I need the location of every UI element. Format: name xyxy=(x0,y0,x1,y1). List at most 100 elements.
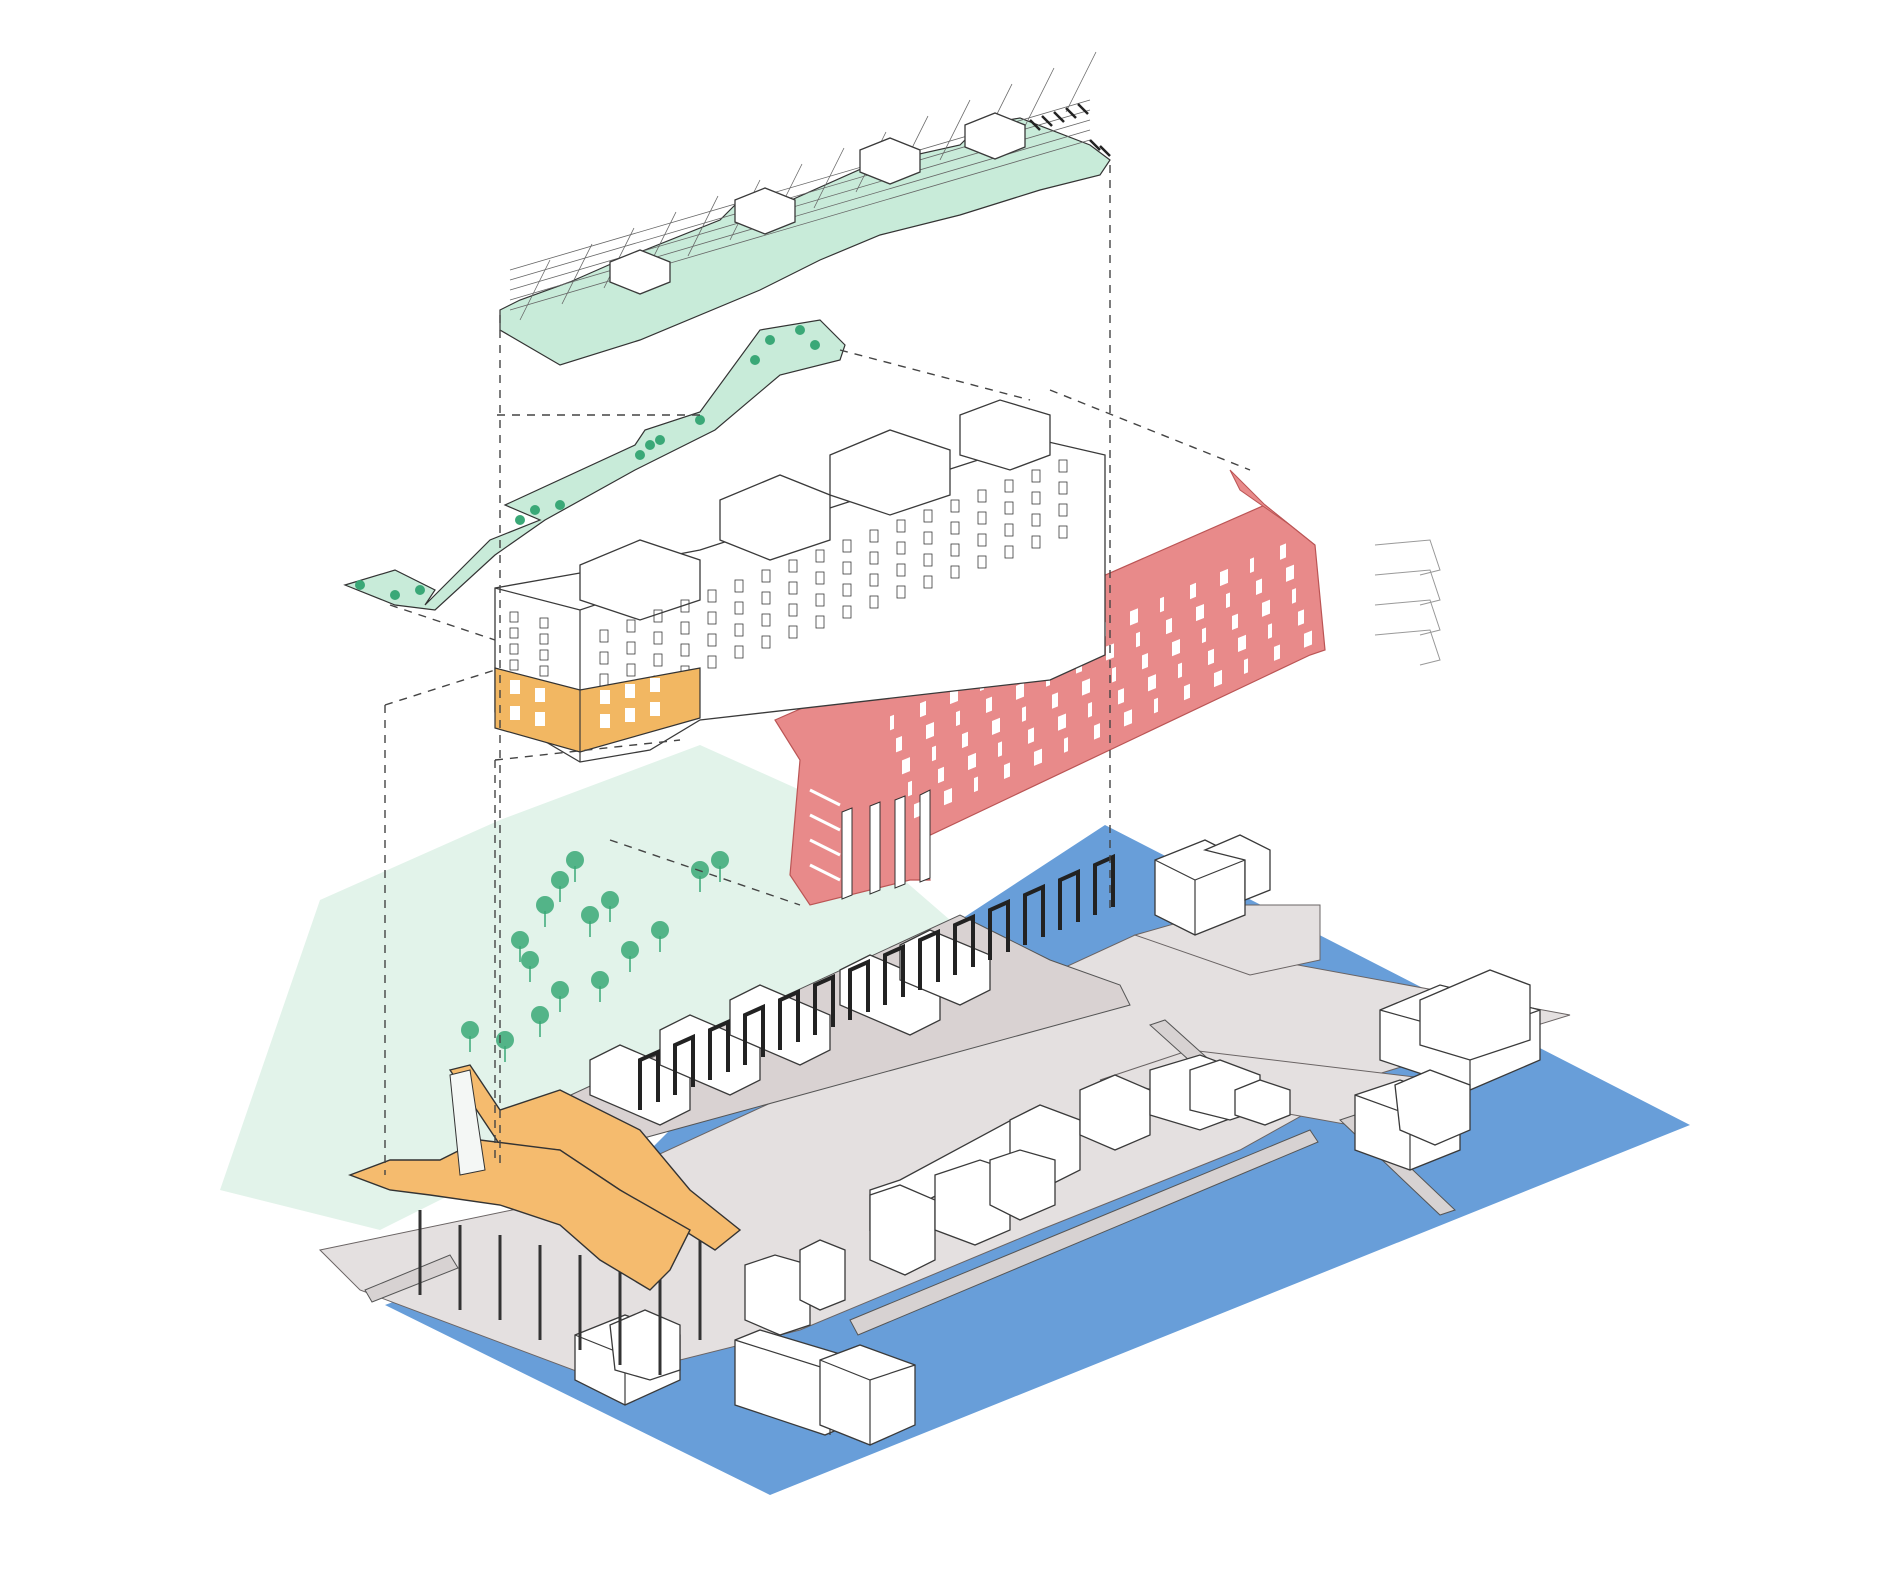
facade-opening xyxy=(1280,543,1286,560)
window xyxy=(896,519,906,533)
window xyxy=(1031,491,1041,505)
canopy-glass-wall xyxy=(449,1069,486,1176)
window xyxy=(950,565,960,579)
facade-opening xyxy=(1256,578,1262,595)
window xyxy=(896,563,906,577)
block-east-1 xyxy=(1379,969,1541,1091)
facade-opening xyxy=(1016,682,1024,700)
tree-icon xyxy=(551,871,569,889)
tree-icon xyxy=(621,941,639,959)
window xyxy=(734,645,744,659)
facade-opening xyxy=(1298,609,1304,626)
window xyxy=(1058,481,1068,495)
roof-edge-railing xyxy=(1029,103,1111,157)
facade-opening xyxy=(926,722,934,740)
window xyxy=(1004,523,1014,537)
facade-opening xyxy=(1142,652,1148,670)
window xyxy=(815,571,825,585)
facade-opening xyxy=(1022,706,1026,722)
window xyxy=(842,605,852,619)
landscape-trees xyxy=(461,851,729,1062)
window xyxy=(509,659,519,671)
tree-icon xyxy=(566,851,584,869)
window xyxy=(842,539,852,553)
facade-opening xyxy=(992,717,1000,736)
tree-icon xyxy=(601,891,619,909)
window xyxy=(923,531,933,545)
window xyxy=(815,593,825,607)
arch-frame xyxy=(673,1033,695,1095)
arch-frame xyxy=(918,928,940,990)
facade-opening xyxy=(1118,688,1124,705)
facade-opening xyxy=(1088,702,1092,718)
ground-floor-rooms xyxy=(559,853,1131,1151)
facade-opening xyxy=(944,787,952,806)
window xyxy=(977,533,987,547)
facade-opening xyxy=(1286,564,1294,582)
boardwalk-2 xyxy=(849,1129,1319,1336)
roof-grid-line xyxy=(1023,67,1055,129)
window xyxy=(1031,469,1041,483)
canopy-structure xyxy=(348,1064,742,1375)
window xyxy=(815,549,825,563)
facade-opening xyxy=(968,752,976,771)
window xyxy=(950,543,960,557)
facade-opening xyxy=(1274,644,1280,661)
arch-frame xyxy=(708,1018,730,1080)
facade-opening xyxy=(1172,639,1180,657)
roof-grid-line xyxy=(1065,51,1097,113)
window xyxy=(1058,503,1068,517)
window xyxy=(950,499,960,513)
skywalk-trees xyxy=(355,325,820,600)
window xyxy=(1058,459,1068,473)
facade-opening xyxy=(902,757,910,775)
window xyxy=(707,611,717,625)
facade-opening xyxy=(1232,613,1238,631)
facade-opening xyxy=(1238,634,1246,653)
tree-icon xyxy=(511,931,529,949)
roof-garden-plate xyxy=(499,117,1111,366)
block-southwest xyxy=(574,1309,681,1406)
skywalk-plate xyxy=(343,319,846,611)
tree-icon xyxy=(531,1006,549,1024)
window xyxy=(923,509,933,523)
facade-opening xyxy=(1178,662,1182,679)
context-buildings xyxy=(574,834,1541,1446)
window xyxy=(509,643,519,655)
tree-icon xyxy=(521,951,539,969)
facade-opening xyxy=(1064,737,1068,753)
tree-icon xyxy=(795,325,805,335)
roof-pavilions xyxy=(609,112,1026,295)
block-lower-row xyxy=(744,1149,1056,1336)
arch-frame xyxy=(813,973,835,1035)
tree-icon xyxy=(750,355,760,365)
facade-opening xyxy=(1292,588,1296,604)
window xyxy=(680,599,690,613)
tree-icon xyxy=(711,851,729,869)
facade-opening xyxy=(1244,658,1248,674)
skywalk-path xyxy=(343,319,846,611)
facade-opening xyxy=(974,776,978,793)
facade-opening xyxy=(1214,669,1222,688)
window xyxy=(869,573,879,587)
window xyxy=(923,553,933,567)
facade-opening xyxy=(890,714,894,731)
window xyxy=(707,633,717,647)
canopy-roof-lower xyxy=(348,1139,691,1291)
window xyxy=(509,611,519,623)
block-window-grid xyxy=(509,459,1068,709)
tree-icon xyxy=(655,435,665,445)
tree-icon xyxy=(591,971,609,989)
tree-icon xyxy=(810,340,820,350)
floating-stair-elements xyxy=(1374,539,1441,666)
facade-opening xyxy=(1268,623,1272,639)
roof-grid-line xyxy=(509,139,1091,311)
arch-frames xyxy=(638,853,1115,1110)
tree-icon xyxy=(530,505,540,515)
arch-frame xyxy=(848,958,870,1020)
window xyxy=(653,631,663,645)
roof-grid-line xyxy=(939,99,971,161)
window xyxy=(1004,501,1014,515)
facade-opening xyxy=(1136,631,1140,648)
arch-frame xyxy=(638,1048,660,1110)
